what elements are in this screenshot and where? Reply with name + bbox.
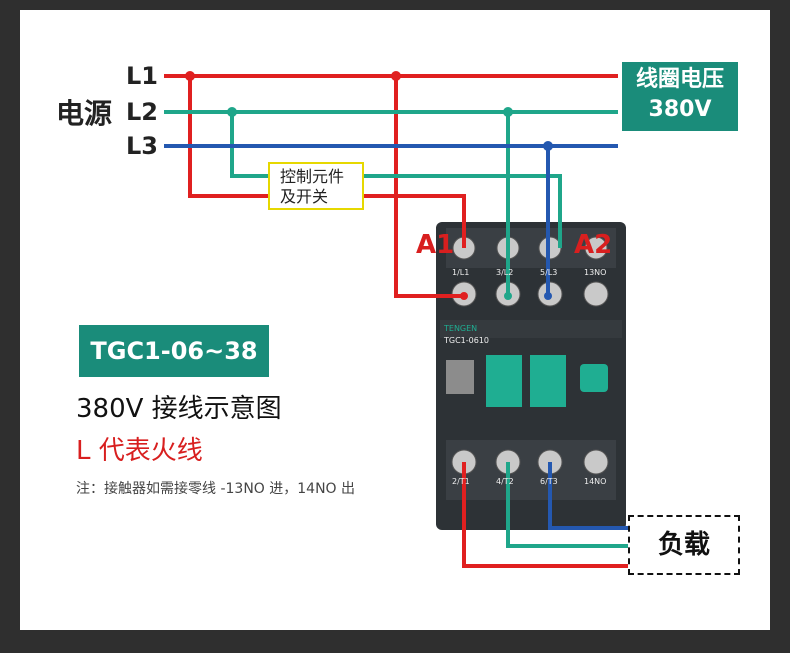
top-terminal-label: 5/L3 — [540, 268, 557, 277]
line-label-l3: L3 — [126, 132, 158, 160]
model-label: TGC1-06~38 — [79, 325, 269, 377]
bottom-terminal-label: 2/T1 — [452, 477, 470, 486]
terminal-screws — [451, 236, 609, 475]
wire-l3 — [164, 144, 628, 530]
junction-dots — [185, 71, 553, 300]
top-terminal-label: 13NO — [584, 268, 606, 277]
terminal-a1-label: A1 — [416, 230, 455, 260]
power-source-title: 电源 — [56, 97, 113, 130]
footnote: 注：接触器如需接零线 -13NO 进，14NO 出 — [76, 481, 356, 497]
bottom-terminal-label: 6/T3 — [540, 477, 558, 486]
terminal-labels: 1/L1 3/L2 5/L3 13NO 2/T1 4/T2 6/T3 14NO … — [443, 268, 606, 486]
line-label-l1: L1 — [126, 62, 158, 90]
control-switch-line2: 及开关 — [280, 187, 329, 206]
control-switch-box: 控制元件 及开关 — [268, 162, 364, 210]
load-box: 负载 — [628, 515, 740, 575]
live-wire-note: L 代表火线 — [76, 436, 203, 466]
bottom-terminal-label: 14NO — [584, 477, 606, 486]
line-label-l2: L2 — [126, 98, 158, 126]
terminal-a2-label: A2 — [574, 230, 613, 260]
top-terminal-label: 1/L1 — [452, 268, 469, 277]
coil-voltage-title: 线圈电压 — [635, 67, 724, 92]
control-switch-line1: 控制元件 — [280, 167, 345, 186]
model-plate-label: TGC1-0610 — [443, 336, 489, 345]
bottom-terminal-label: 4/T2 — [496, 477, 514, 486]
coil-voltage-value: 380V — [648, 97, 712, 122]
top-terminal-label: 3/L2 — [496, 268, 513, 277]
wire-l2 — [164, 110, 628, 548]
brand-label: TENGEN — [443, 324, 477, 333]
coil-voltage-box: 线圈电压 380V — [622, 62, 738, 131]
diagram-caption: 380V 接线示意图 — [76, 394, 282, 424]
